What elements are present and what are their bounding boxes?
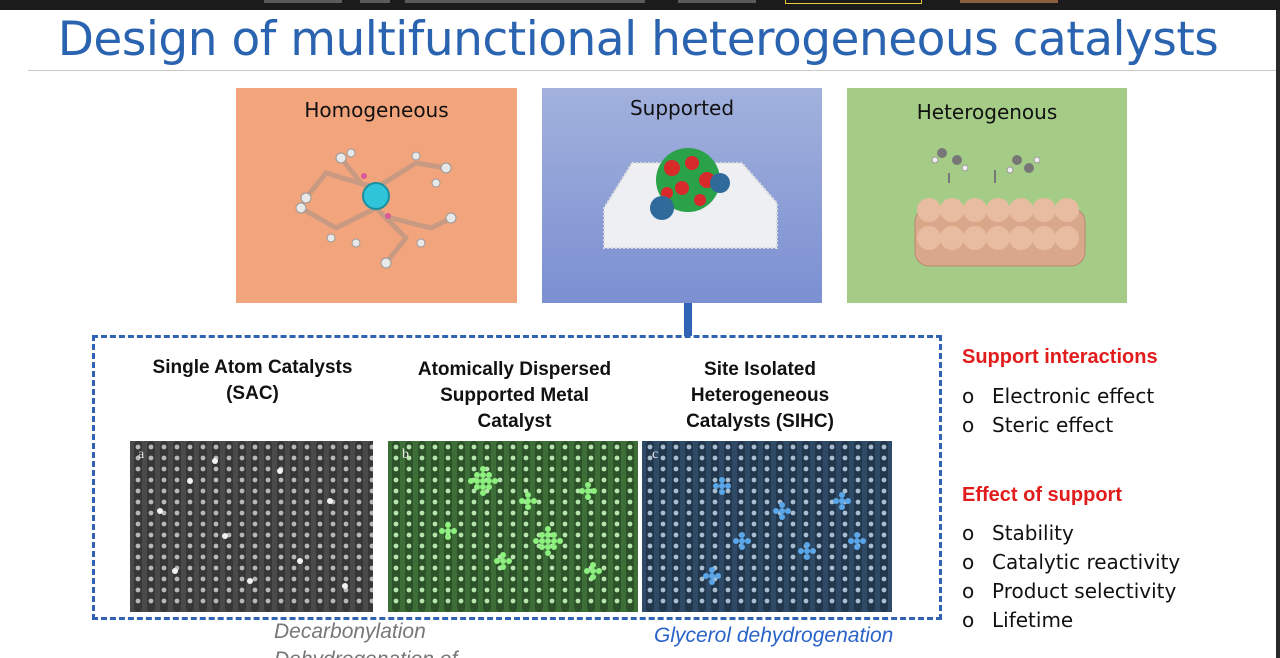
- heterogenous-card: Heterogenous: [847, 88, 1127, 303]
- heterogenous-label: Heterogenous: [916, 100, 1058, 124]
- decarbonylation-text: Decarbonylation: [274, 620, 426, 643]
- support-interactions-heading: Support interactions: [962, 346, 1158, 368]
- homogeneous-card: Homogeneous: [236, 88, 517, 303]
- catalyst-types-frame: [92, 335, 942, 620]
- sac-title: Single Atom Catalysts (SAC): [152, 357, 353, 404]
- slide-title: Design of multifunctional heterogeneous …: [57, 12, 1219, 67]
- slide-thumbnail[interactable]: [360, 0, 390, 3]
- sac-image-panel: a: [130, 441, 373, 612]
- presentation-thumbnail-strip: [0, 0, 1280, 10]
- slide-thumbnail[interactable]: [678, 0, 756, 3]
- homogeneous-label: Homogeneous: [304, 98, 449, 122]
- adsmc-title: Atomically Dispersed Supported Metal Cat…: [417, 359, 612, 432]
- selected-slide-thumbnail[interactable]: [785, 0, 922, 4]
- sihc-image-panel: c: [642, 441, 892, 612]
- adsmc-image-panel: b: [388, 441, 638, 612]
- heterogenous-surface-image: [914, 148, 1086, 267]
- effect-of-support-heading: Effect of support: [962, 484, 1122, 506]
- window-edge: [1276, 10, 1280, 658]
- supported-label: Supported: [629, 96, 735, 120]
- sihc-title: Site Isolated Heterogeneous Catalysts (S…: [686, 359, 834, 432]
- homogeneous-molecule-image: [295, 148, 457, 269]
- slide-thumbnail[interactable]: [960, 0, 1058, 3]
- lattice-pattern: [130, 441, 373, 612]
- title-divider: [28, 70, 1276, 71]
- slide-thumbnail[interactable]: [405, 0, 645, 3]
- lattice-pattern: [388, 441, 638, 612]
- lattice-pattern: [642, 441, 892, 612]
- connector-line: [684, 303, 692, 336]
- dehydrogenation-text: Dehydrogenation of: [274, 648, 457, 658]
- slide-thumbnail[interactable]: [264, 0, 342, 3]
- glycerol-dehydrogenation-text: Glycerol dehydrogenation: [654, 624, 894, 647]
- supported-card: Supported: [542, 88, 822, 303]
- supported-nanoparticle-image: [603, 148, 778, 249]
